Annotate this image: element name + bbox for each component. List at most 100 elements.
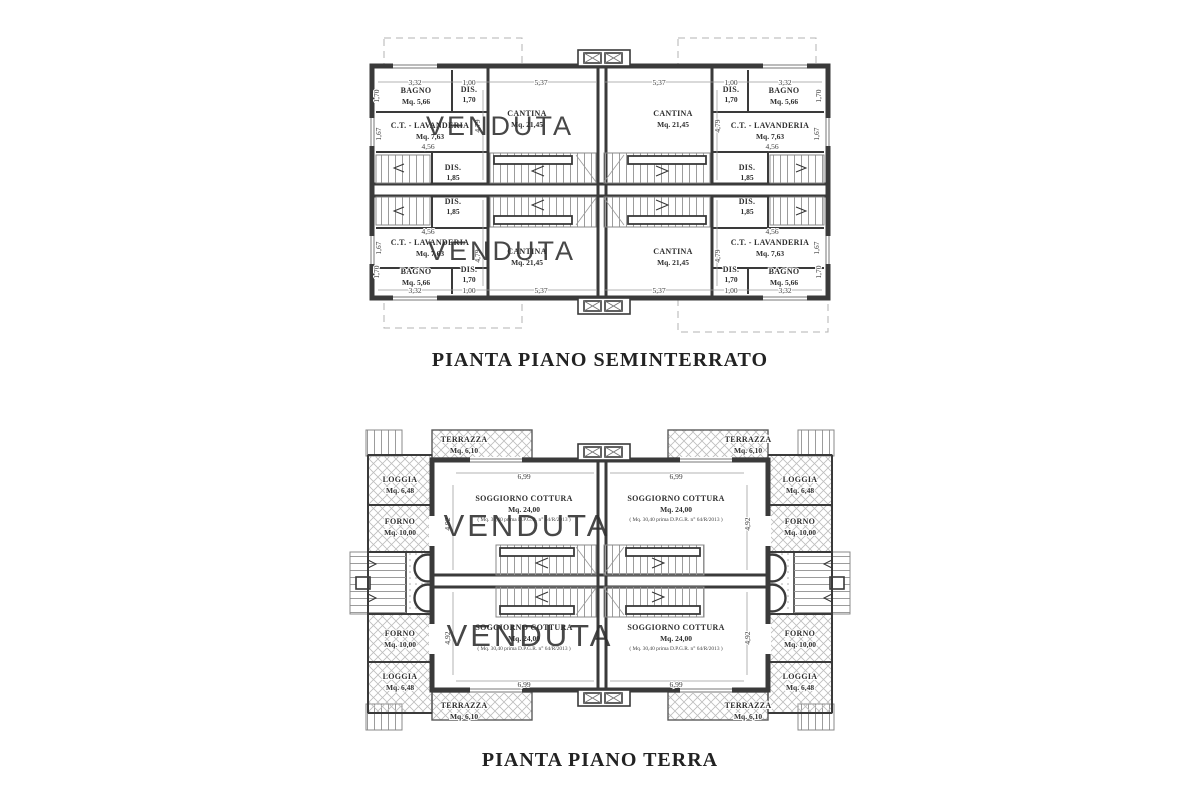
terra-ul-loggia-name: LOGGIA (383, 475, 418, 484)
sem-lr-dim-479: 4,79 (713, 249, 722, 262)
sem-ll-dim-479: 4,79 (473, 249, 482, 262)
stairs-seminterrato (375, 152, 825, 228)
terra-ll-soggiorno-name: SOGGIORNO COTTURA (475, 623, 572, 632)
walls-seminterrato (369, 63, 831, 301)
sem-ll-dis185-name: DIS. (445, 197, 462, 206)
terra-ur-forno-name: FORNO (785, 517, 815, 526)
sem-ll-lavanderia-name: C.T. - LAVANDERIA (391, 238, 469, 247)
sem-ur-dis170-name: DIS. (723, 85, 740, 94)
sem-lr-dim-170: 1,70 (814, 265, 823, 278)
terra-tr-terrazza-area: Mq. 6,10 (734, 446, 762, 455)
terrace-hatches (365, 429, 835, 731)
terra-ur-dim-699: 6,99 (669, 472, 682, 481)
terra-lr-dim-492: 4,92 (743, 631, 752, 644)
sem-ur-dis185-name: DIS. (739, 163, 756, 172)
sem-ur-dis185-area: 1,85 (740, 173, 753, 182)
terra-lr-loggia-area: Mq. 6,48 (786, 683, 814, 692)
plan-terra: TERRAZZA Mq. 6,10 TERRAZZA Mq. 6,10 TERR… (349, 429, 851, 771)
terra-ul-soggiorno-note: ( Mq. 30,40 prima D.P.G.R. n° 64/R/2013 … (477, 516, 571, 523)
dimension-lines-terra (452, 472, 748, 682)
external-stairs-terra (349, 551, 851, 615)
terra-ur-soggiorno-area: Mq. 24,00 (660, 505, 692, 514)
sem-ur-dim-456: 4,56 (765, 142, 778, 151)
plan-seminterrato: BAGNO Mq. 5,66 DIS. 1,70 C.T. - LAVANDER… (369, 37, 831, 371)
sem-ur-lavanderia-area: Mq. 7,63 (756, 132, 784, 141)
sem-ur-cantina-name: CANTINA (653, 109, 692, 118)
sem-ur-bagno-area: Mq. 5,66 (770, 97, 798, 106)
sem-ur-dim-479: 4,79 (713, 119, 722, 132)
sem-ur-cantina-area: Mq. 21,45 (657, 120, 689, 129)
sem-ul-dim-170: 1,70 (372, 89, 381, 102)
sem-ll-lavanderia-area: Mq. 7,63 (416, 249, 444, 258)
sem-ul-dim-537: 5,37 (534, 78, 547, 87)
seminterrato-title: PIANTA PIANO SEMINTERRATO (432, 349, 768, 371)
sem-ur-dis170-area: 1,70 (724, 95, 737, 104)
sem-ur-dim-332: 3,32 (778, 78, 791, 87)
sem-lr-bagno-name: BAGNO (769, 267, 800, 276)
terra-ll-dim-699: 6,99 (517, 680, 530, 689)
sem-ll-dis185-area: 1,85 (446, 207, 459, 216)
terra-ur-loggia-name: LOGGIA (783, 475, 818, 484)
sem-ul-dim-456: 4,56 (421, 142, 434, 151)
sem-ul-lavanderia-name: C.T. - LAVANDERIA (391, 121, 469, 130)
terra-ul-dim-492: 4,92 (443, 517, 452, 530)
terra-ll-soggiorno-area: Mq. 24,00 (508, 634, 540, 643)
entry-vestibule-bottom-terra (577, 689, 631, 707)
sem-lr-dis185-name: DIS. (739, 197, 756, 206)
sem-ll-bagno-name: BAGNO (401, 267, 432, 276)
terra-ll-loggia-area: Mq. 6,48 (386, 683, 414, 692)
terra-ll-soggiorno-note: ( Mq. 30,40 prima D.P.G.R. n° 64/R/2013 … (477, 645, 571, 652)
sem-ul-dis170-name: DIS. (461, 85, 478, 94)
sem-ul-dim-167: 1,67 (374, 127, 383, 140)
venduta-stamp-sem-lower: VENDUTA (428, 236, 576, 266)
sem-lr-dim-167: 1,67 (812, 241, 821, 254)
sem-lr-dis185-area: 1,85 (740, 207, 753, 216)
terra-lr-loggia-name: LOGGIA (783, 672, 818, 681)
terra-tl-terrazza-name: TERRAZZA (441, 435, 488, 444)
terra-lr-dim-699: 6,99 (669, 680, 682, 689)
terra-ll-forno-name: FORNO (385, 629, 415, 638)
terra-lr-forno-name: FORNO (785, 629, 815, 638)
sem-ll-dim-167: 1,67 (374, 241, 383, 254)
terra-tl-terrazza-area: Mq. 6,10 (450, 446, 478, 455)
terra-ll-forno-area: Mq. 10,00 (384, 640, 416, 649)
terra-lr-soggiorno-note: ( Mq. 30,40 prima D.P.G.R. n° 64/R/2013 … (629, 645, 723, 652)
sem-lr-lavanderia-area: Mq. 7,63 (756, 249, 784, 258)
sem-ul-dim-479: 4,79 (473, 119, 482, 132)
walls-terra (367, 454, 833, 714)
sem-ur-lavanderia-name: C.T. - LAVANDERIA (731, 121, 809, 130)
sem-ul-dim-100: 1,00 (462, 78, 475, 87)
sem-ll-cantina-name: CANTINA (507, 247, 546, 256)
sem-ur-bagno-name: BAGNO (769, 86, 800, 95)
terra-lr-soggiorno-name: SOGGIORNO COTTURA (627, 623, 724, 632)
terra-ll-loggia-name: LOGGIA (383, 672, 418, 681)
terra-ur-loggia-area: Mq. 6,48 (786, 486, 814, 495)
sem-ur-dim-170: 1,70 (814, 89, 823, 102)
sem-lr-dis170-name: DIS. (723, 265, 740, 274)
terra-ul-forno-area: Mq. 10,00 (384, 528, 416, 537)
terra-br-terrazza-name: TERRAZZA (725, 701, 772, 710)
terra-bl-terrazza-name: TERRAZZA (441, 701, 488, 710)
sem-ll-dim-170: 1,70 (372, 265, 381, 278)
sem-lr-dim-537: 5,37 (652, 286, 665, 295)
terra-title: PIANTA PIANO TERRA (482, 749, 718, 771)
stairs-terra (495, 544, 705, 618)
dimension-lines-seminterrato (378, 81, 822, 291)
sem-ur-dim-537: 5,37 (652, 78, 665, 87)
venduta-stamp-terra-upper: VENDUTA (444, 508, 611, 543)
sem-ul-bagno-area: Mq. 5,66 (402, 97, 430, 106)
sem-ul-cantina-name: CANTINA (507, 109, 546, 118)
sem-ur-dim-100: 1,00 (724, 78, 737, 87)
sem-lr-bagno-area: Mq. 5,66 (770, 278, 798, 287)
sem-ll-dim-332: 3,32 (408, 286, 421, 295)
sem-lr-dim-100: 1,00 (724, 286, 737, 295)
terra-ul-loggia-area: Mq. 6,48 (386, 486, 414, 495)
terra-ur-dim-492: 4,92 (743, 517, 752, 530)
sem-ul-dim-332: 3,32 (408, 78, 421, 87)
entry-vestibule-bottom (577, 297, 631, 315)
sem-ll-dim-456: 4,56 (421, 227, 434, 236)
terra-tr-terrazza-name: TERRAZZA (725, 435, 772, 444)
terra-ul-forno-name: FORNO (385, 517, 415, 526)
sem-lr-lavanderia-name: C.T. - LAVANDERIA (731, 238, 809, 247)
